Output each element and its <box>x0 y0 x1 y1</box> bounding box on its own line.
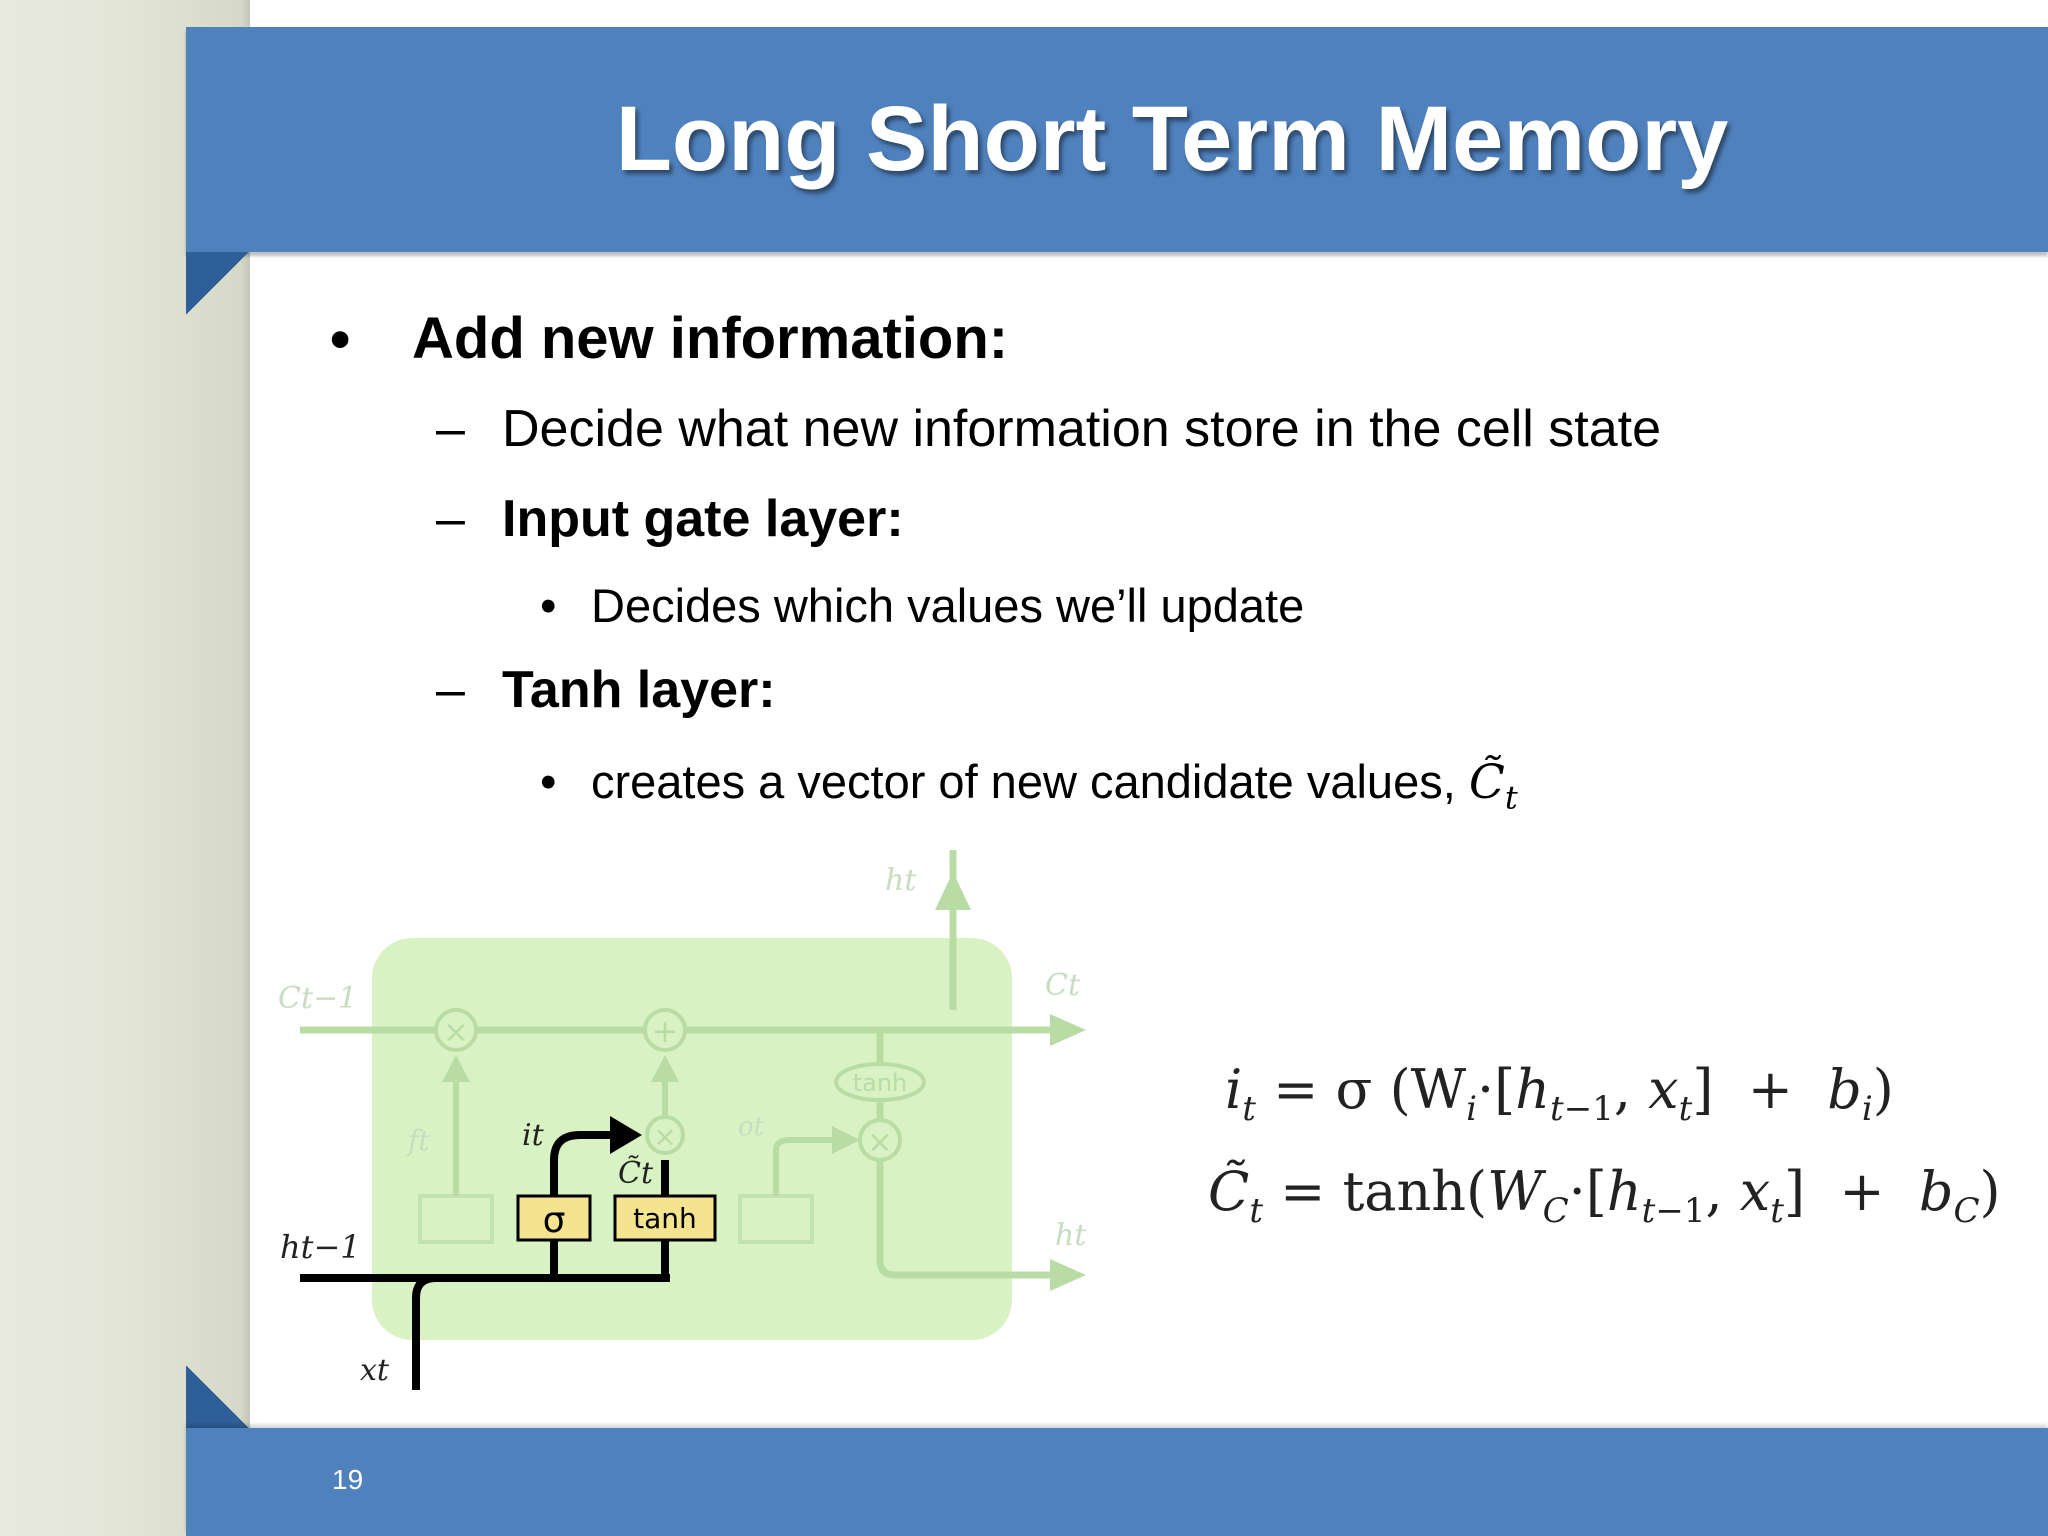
lstm-diagram: × + × × tanh σ tanh ht Ct−1 Ct ht ft ot … <box>278 850 1087 1390</box>
ht-up-arrowhead <box>935 872 971 910</box>
c-t-label: Ct <box>1045 968 1081 1003</box>
sub-sub-bullet-decides: Decides which values we’ll update <box>591 579 1305 632</box>
c-tilde-label: C̃t <box>618 1156 654 1191</box>
x-t-corner <box>412 1274 437 1299</box>
tanh-label: tanh <box>633 1202 697 1235</box>
forget-arrowhead <box>442 1055 470 1082</box>
h-prev-label: ht−1 <box>280 1228 361 1266</box>
times-icon: × <box>867 1125 892 1160</box>
output-multiply-circle <box>858 1118 902 1162</box>
plus-arrowhead <box>651 1055 679 1082</box>
forget-multiply-circle <box>434 1008 478 1052</box>
equation-candidate: C̃t = tanh(WC·[ht−1, xt] + bC) <box>1208 1160 2001 1231</box>
it-arrow-path <box>550 1131 612 1196</box>
x-t-label: xt <box>360 1353 390 1388</box>
it-arrowhead <box>610 1116 642 1154</box>
sub-bullet-decide: Decide what new information store in the… <box>502 400 1662 458</box>
footer-banner <box>186 1428 2048 1536</box>
sigma-label: σ <box>543 1200 566 1241</box>
sub-bullet-input-gate: Input gate layer: <box>502 490 904 548</box>
title-banner-fold <box>186 252 250 314</box>
slide-title: Long Short Term Memory <box>615 88 1729 190</box>
c-tilde-math: C̃t <box>1468 755 1518 817</box>
output-arrowhead <box>832 1126 860 1154</box>
input-multiply-circle <box>645 1115 685 1155</box>
o-t-label: ot <box>738 1112 765 1142</box>
times-icon: × <box>653 1120 676 1153</box>
tanh-faded-ellipse <box>834 1062 926 1102</box>
equation-input-gate: it = σ (Wi·[ht−1, xt] + bi) <box>1225 1058 1894 1129</box>
i-t-label: it <box>522 1118 545 1153</box>
ht-right-arrowhead <box>1050 1259 1086 1291</box>
times-icon: × <box>443 1015 468 1050</box>
sub-bullet-tanh-layer: Tanh layer: <box>502 661 776 719</box>
output-path <box>773 1137 835 1196</box>
sigma-gate-box <box>516 1194 592 1242</box>
sub-sub-bullet-creates: creates a vector of new candidate values… <box>591 754 1518 816</box>
tanh-faded-label: tanh <box>853 1069 908 1097</box>
dash-marker: – <box>436 661 465 719</box>
bullet-marker: • <box>540 755 557 808</box>
bullet-add-new-information: Add new information: <box>412 306 1009 371</box>
tanh-gate-box <box>613 1194 717 1242</box>
plus-icon: + <box>652 1012 679 1050</box>
title-banner <box>186 27 2048 252</box>
dash-marker: – <box>436 490 465 548</box>
footer-banner-fold <box>186 1366 250 1428</box>
bullet-marker: • <box>330 307 351 372</box>
f-t-label: ft <box>406 1124 430 1157</box>
plus-circle <box>643 1008 687 1052</box>
page-number: 19 <box>332 1464 364 1495</box>
c-prev-label: Ct−1 <box>278 981 357 1016</box>
faded-corner <box>876 1259 896 1279</box>
ht-right-label: ht <box>1055 1218 1087 1253</box>
ht-top-label: ht <box>885 863 917 898</box>
bullet-marker: • <box>540 579 557 632</box>
dash-marker: – <box>436 400 465 458</box>
cell-state-arrowhead <box>1050 1014 1086 1046</box>
creates-text: creates a vector of new candidate values… <box>591 755 1456 808</box>
